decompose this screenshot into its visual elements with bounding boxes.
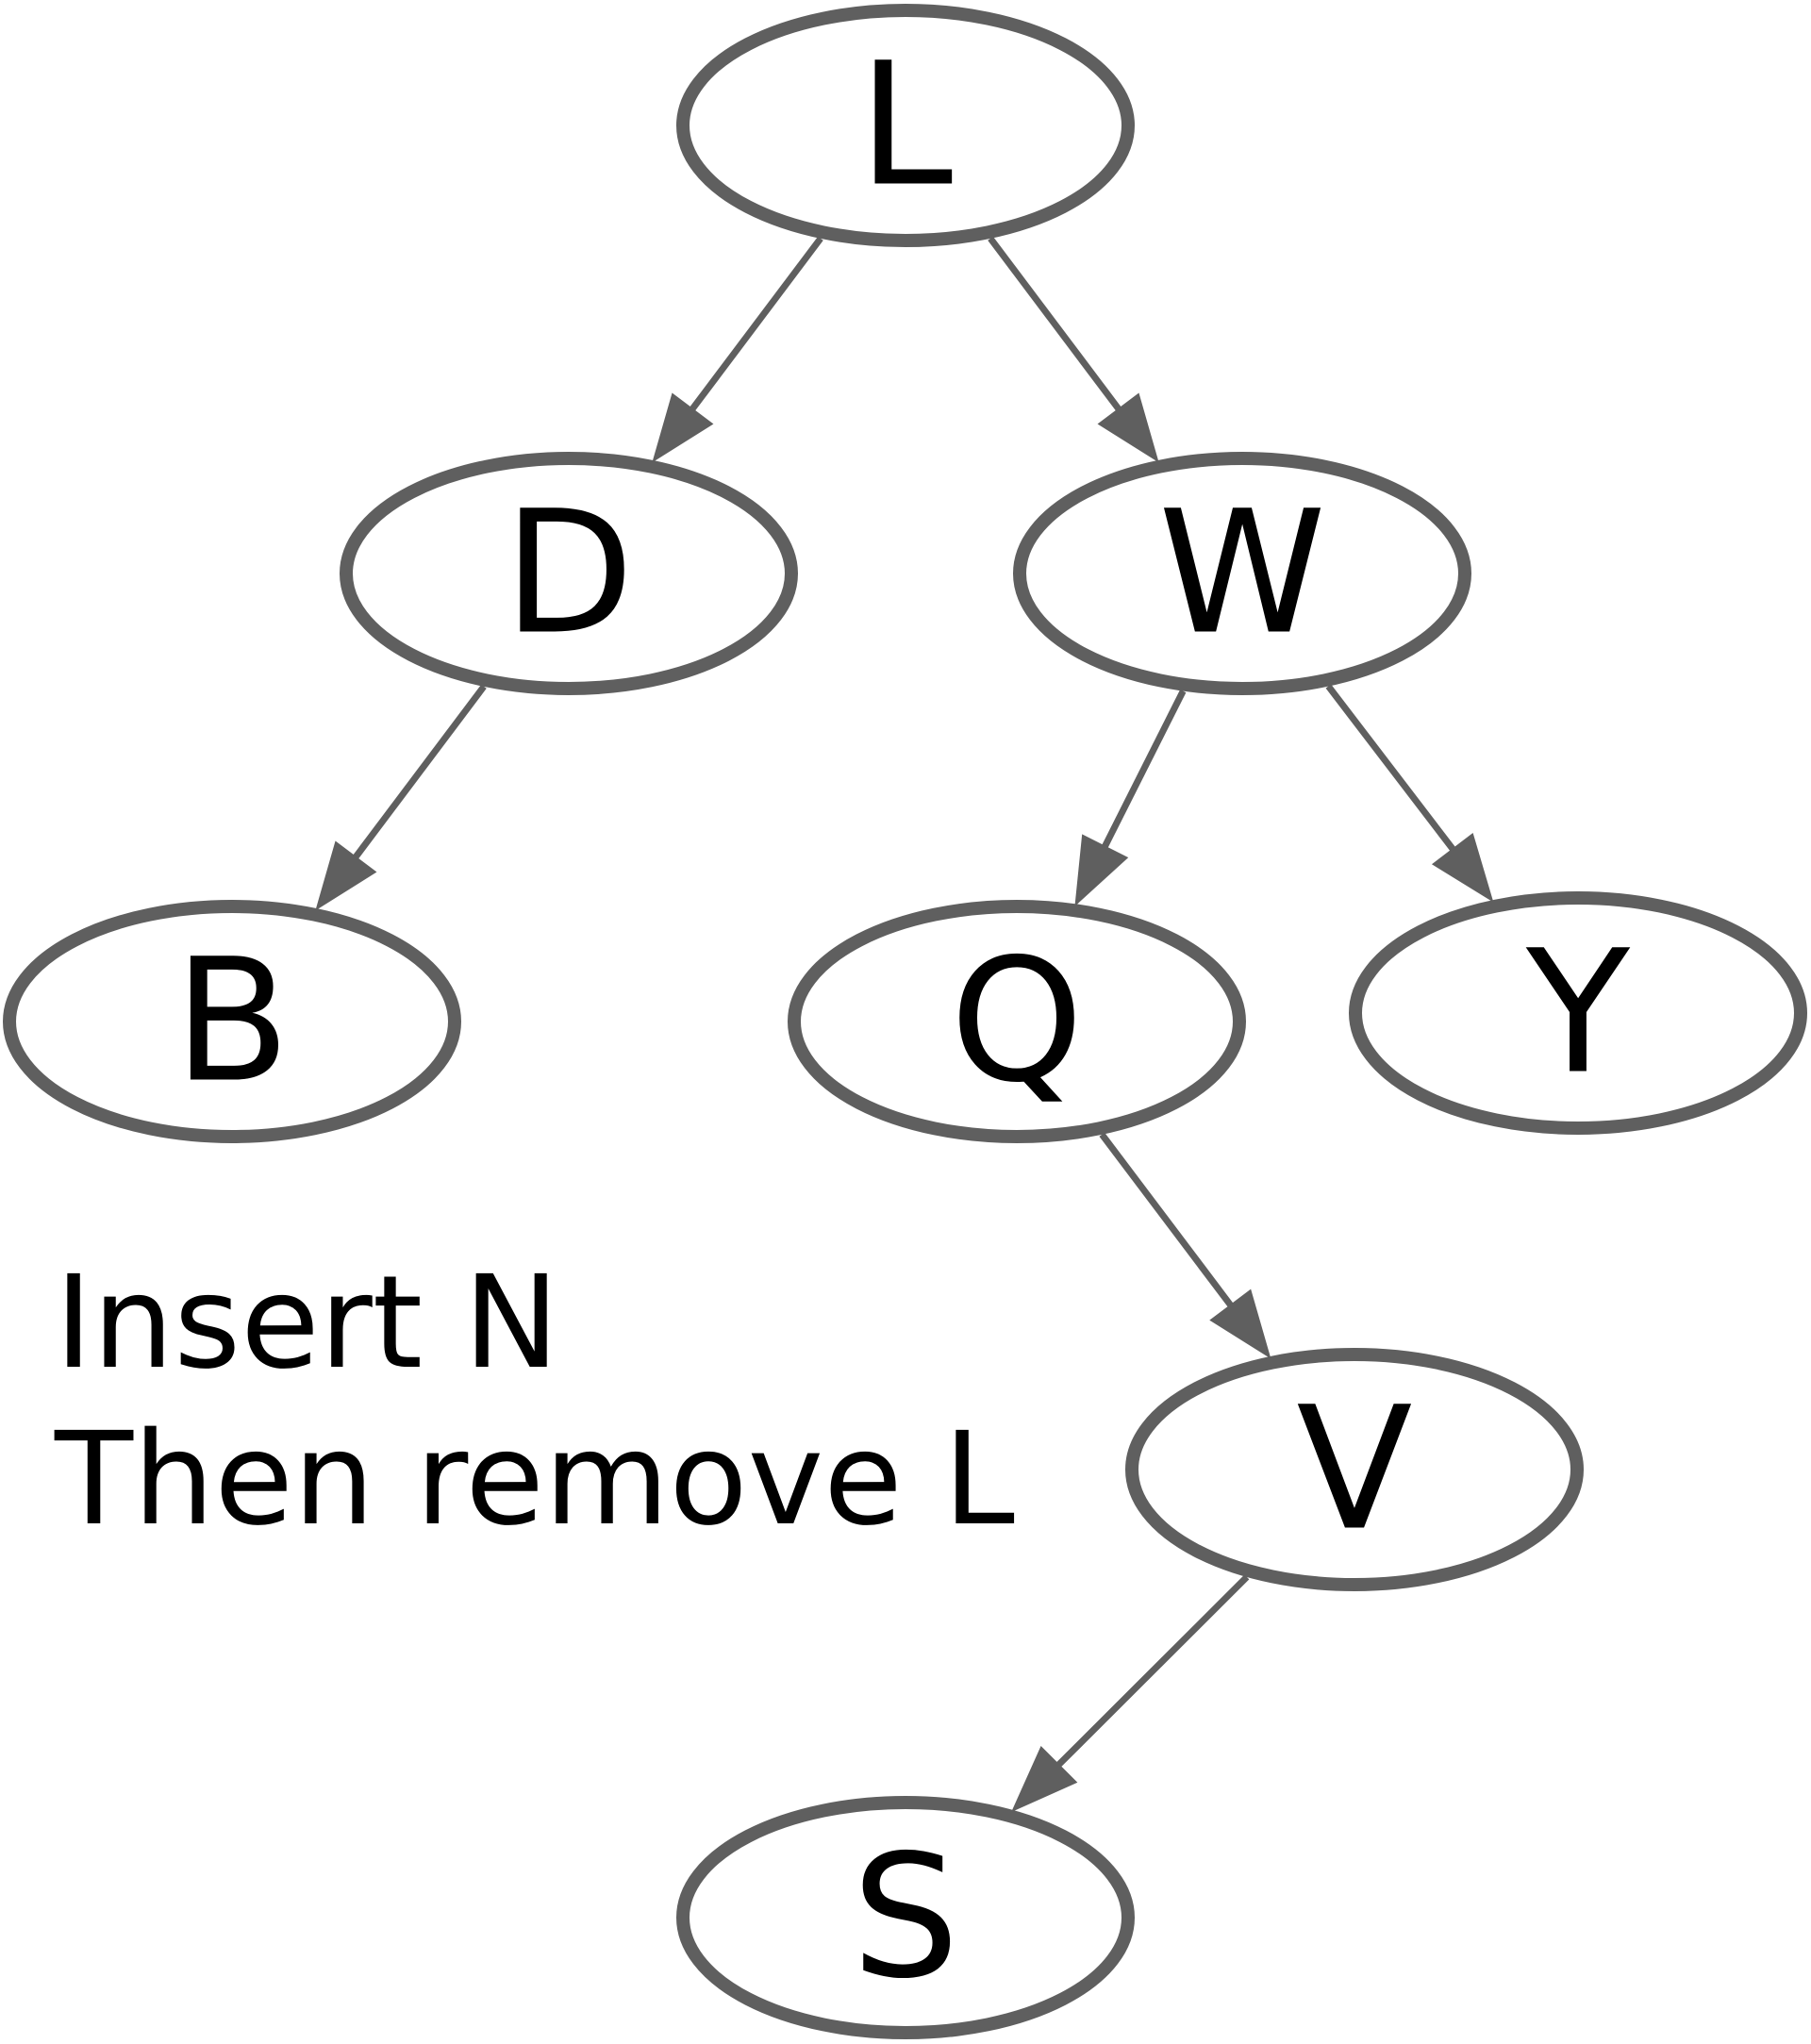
- edge-D-B: [353, 684, 487, 859]
- arrowhead-Q-V: [1209, 1288, 1271, 1359]
- nodes-layer: L D W B Q Y V S: [3, 4, 1807, 2039]
- node-ellipse-L: [676, 4, 1135, 247]
- edge-L-D: [690, 236, 823, 411]
- arrowhead-D-B: [315, 840, 377, 911]
- node-Q: Q: [788, 900, 1246, 1143]
- arrowhead-L-D: [652, 392, 714, 463]
- arrowhead-V-S: [1011, 1745, 1078, 1813]
- node-D: D: [340, 452, 798, 695]
- node-label-Y: Y: [1525, 915, 1631, 1112]
- node-L: L: [676, 4, 1135, 247]
- node-ellipse-Q: [788, 900, 1246, 1143]
- edge-L-W: [988, 236, 1121, 411]
- edge-W-Q: [1102, 690, 1187, 849]
- edge-W-Y: [1325, 684, 1456, 852]
- edge-Q-V: [1099, 1132, 1234, 1308]
- instruction-remove: Then remove L: [55, 1405, 1015, 1554]
- node-ellipse-S: [676, 1796, 1135, 2039]
- edges-layer: [315, 236, 1494, 1813]
- node-ellipse-V: [1125, 1348, 1584, 1591]
- node-V: V: [1125, 1348, 1584, 1591]
- arrowhead-W-Y: [1431, 832, 1494, 903]
- arrowhead-W-Q: [1074, 834, 1129, 906]
- node-ellipse-D: [340, 452, 798, 695]
- node-label-B: B: [174, 923, 291, 1121]
- edge-V-S: [1055, 1574, 1250, 1768]
- node-label-Q: Q: [950, 923, 1084, 1121]
- node-label-V: V: [1296, 1371, 1412, 1569]
- node-Y: Y: [1349, 891, 1807, 1135]
- instructions: Insert N Then remove L: [55, 1245, 1015, 1558]
- node-S: S: [676, 1796, 1135, 2039]
- node-label-S: S: [852, 1820, 959, 2017]
- node-ellipse-W: [1013, 452, 1471, 695]
- instruction-insert: Insert N: [55, 1249, 560, 1398]
- node-label-D: D: [504, 475, 635, 673]
- arrowhead-L-W: [1097, 392, 1159, 463]
- node-ellipse-Y: [1349, 891, 1807, 1135]
- node-W: W: [1013, 452, 1471, 695]
- node-B: B: [3, 900, 461, 1143]
- node-label-L: L: [858, 27, 953, 224]
- node-label-W: W: [1158, 475, 1326, 673]
- node-ellipse-B: [3, 900, 461, 1143]
